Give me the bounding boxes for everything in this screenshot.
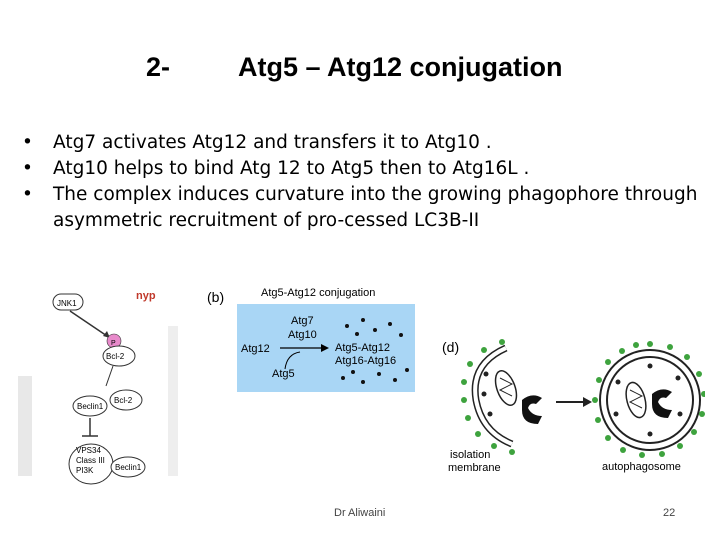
atg16-atg16-label: Atg16-Atg16 (335, 355, 396, 367)
bullet-item: The complex induces curvature into the g… (22, 182, 702, 234)
panel-b-label: (b) (207, 289, 224, 305)
vps34-label: VPS34 (76, 446, 101, 455)
phospho-label: P (111, 340, 116, 347)
cropped-figure-text: nyp (136, 290, 156, 302)
autophagosome-label: autophagosome (602, 461, 681, 473)
jnk1-label: JNK1 (57, 299, 77, 308)
bullet-list: Atg7 activates Atg12 and transfers it to… (22, 130, 702, 234)
footer-author: Dr Aliwaini (334, 507, 386, 519)
atg5-atg12-label: Atg5-Atg12 (335, 342, 390, 354)
atg12-label: Atg12 (241, 343, 270, 355)
atg10-label: Atg10 (288, 329, 317, 341)
slide-title: Atg5 – Atg12 conjugation (238, 52, 563, 82)
figure-b-conjugation: (b) Atg5-Atg12 conjugation Atg7 Atg10 At… (207, 287, 415, 392)
bullet-item: Atg7 activates Atg12 and transfers it to… (22, 130, 702, 156)
bcl2-label: Bcl-2 (106, 352, 125, 361)
panel-d-label: (d) (442, 339, 459, 355)
pi3k-label: PI3K (76, 466, 94, 475)
class3-label: Class III (76, 456, 105, 465)
page-number: 22 (663, 507, 676, 519)
atg7-label: Atg7 (291, 315, 314, 327)
bcl2-label-2: Bcl-2 (114, 396, 133, 405)
panel-b-heading: Atg5-Atg12 conjugation (261, 287, 375, 299)
beclin1-label: Beclin1 (77, 402, 104, 411)
membrane-label: membrane (448, 462, 501, 474)
isolation-label: isolation (450, 449, 490, 461)
bullet-item: Atg10 helps to bind Atg 12 to Atg5 then … (22, 156, 702, 182)
slide-title-number: 2- (146, 52, 171, 82)
figure-d-autophagosome: (d) isolation membrane autophagosome (442, 339, 705, 474)
figure-left-pathway: nyp JNK1 P Bcl-2 Beclin1 Bcl-2 VPS34 Cla… (18, 286, 178, 486)
beclin1-label-2: Beclin1 (115, 463, 142, 472)
atg5-label: Atg5 (272, 368, 295, 380)
